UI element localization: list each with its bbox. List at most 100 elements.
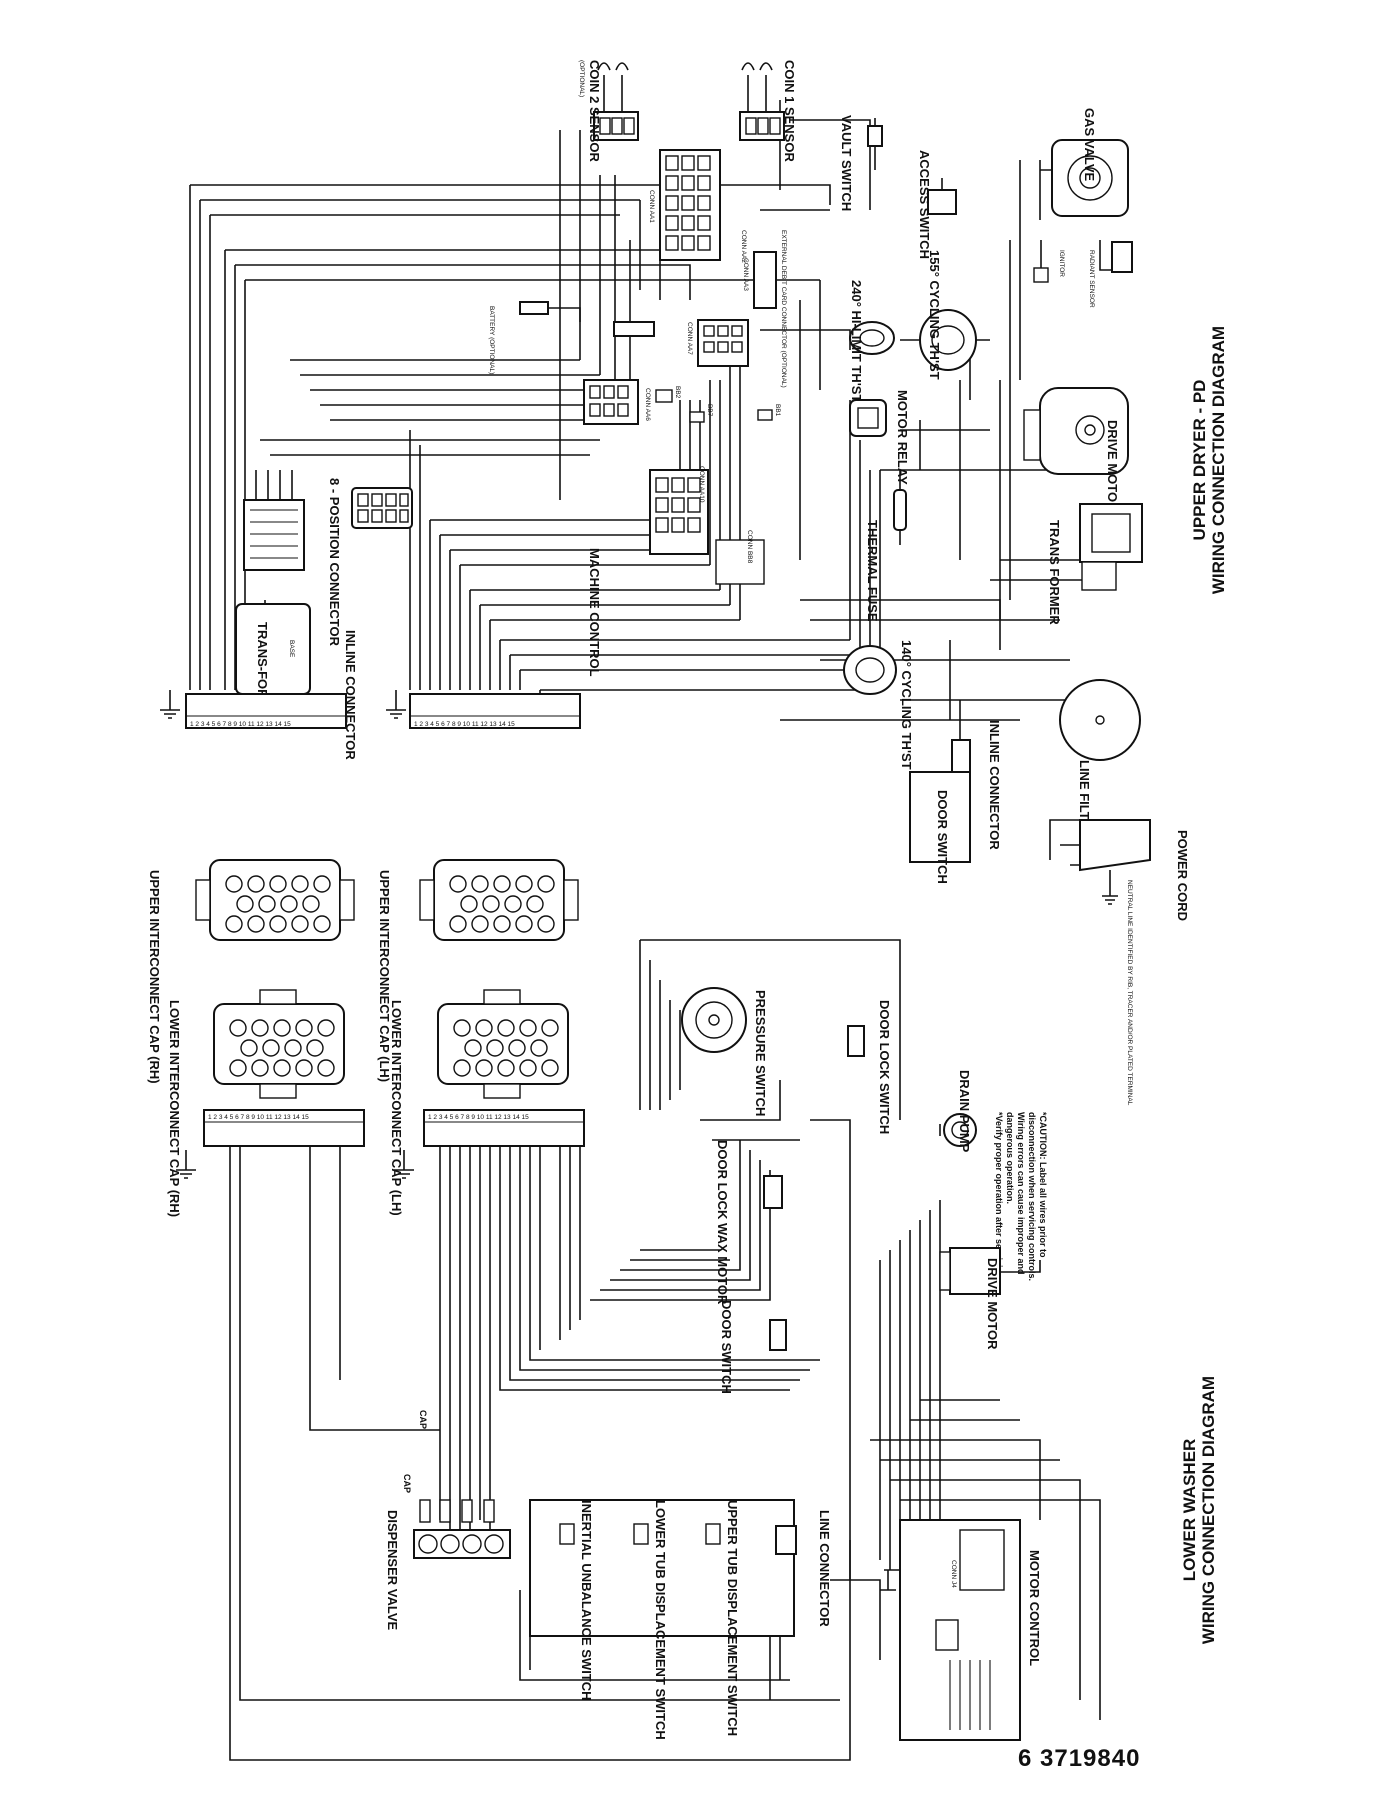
- upper-dryer-title-line1: UPPER DRYER - PD: [1190, 380, 1209, 541]
- upper-interconnect-cap-rh: UPPER INTERCONNECT CAP (RH): [147, 859, 355, 1084]
- conn-aa6-label: CONN AA6: [644, 388, 651, 421]
- access-switch-label: ACCESS SWITCH: [917, 150, 932, 259]
- dispenser-valve: DISPENSER VALVE CAP CAP: [385, 1410, 511, 1630]
- thermal-fuse: THERMAL FUSE: [865, 470, 907, 622]
- gas-valve: GAS VALVE: [1039, 108, 1129, 220]
- machine-control-label: MACHINE CONTROL: [587, 548, 602, 677]
- conn-aa7-label: CONN AA7: [686, 322, 693, 355]
- eight-position-label: 8 - POSITION CONNECTOR: [327, 478, 342, 647]
- gas-valve-label: GAS VALVE: [1082, 108, 1097, 182]
- line-connector: LINE CONNECTOR: [775, 1510, 832, 1627]
- drain-pump: DRAIN PUMP: [939, 1070, 977, 1153]
- lower-washer-title-line1: LOWER WASHER: [1180, 1439, 1199, 1582]
- pressure-switch: PRESSURE SWITCH: [681, 987, 768, 1116]
- conn-aa7: CONN AA7: [686, 319, 749, 367]
- caution-note: *CAUTION: Label all wires prior to disco…: [994, 1112, 1048, 1281]
- dryer-door-switch-label: DOOR SWITCH: [935, 790, 950, 884]
- lower-rh-terminal-strip: 1 2 3 4 5 6 7 8 9 10 11 12 13 14 15: [176, 1109, 365, 1179]
- thermal-fuse-label: THERMAL FUSE: [865, 520, 880, 622]
- caution-line-1: *CAUTION: Label all wires prior to: [1038, 1112, 1048, 1258]
- inertial-unbalance-switch: INERTIAL UNBALANCE SWITCH: [559, 1500, 594, 1701]
- cap-label-2: CAP: [418, 1410, 428, 1429]
- upper-rh-strip-header: 1 2 3 4 5 6 7 8 9 10 11 12 13 14 15: [190, 721, 291, 728]
- power-cord: POWER CORD NEUTRAL LINE IDENTIFIED BY RI…: [1049, 819, 1190, 1106]
- cycling-140-label: 140° CYCLING TH'ST: [899, 640, 914, 770]
- upper-lh-terminal-strip: 1 2 3 4 5 6 7 8 9 10 11 12 13 14 15: [386, 690, 581, 729]
- dryer-drive-motor: DRIVE MOTOR: [1023, 387, 1129, 512]
- upper-dryer-diagram: UPPER DRYER - PD WIRING CONNECTION DIAGR…: [147, 60, 1228, 1106]
- dryer-drive-motor-label: DRIVE MOTOR: [1105, 420, 1120, 512]
- machine-control: CONN AA10 CONN BB8 MACHINE CONTROL: [587, 466, 765, 677]
- conn-bb8-label: CONN BB8: [746, 530, 753, 564]
- lower-lh-terminal-strip: 1 2 3 4 5 6 7 8 9 10 11 12 13 14 15: [394, 1109, 585, 1179]
- door-lock-wax-motor: DOOR LOCK WAX MOTOR: [715, 1140, 783, 1305]
- motor-relay-label: MOTOR RELAY: [895, 390, 910, 485]
- caution-line-4: dangerous operation.: [1005, 1112, 1015, 1204]
- lower-interconnect-cap-rh: LOWER INTERCONNECT CAP (RH): [167, 989, 345, 1217]
- hi-limit-label: 240° HI-LIMIT TH'ST: [849, 280, 864, 402]
- upper-tub-switch: UPPER TUB DISPLACEMENT SWITCH: [705, 1500, 740, 1736]
- lower-washer-title: LOWER WASHER WIRING CONNECTION DIAGRAM: [1180, 1376, 1218, 1644]
- door-lock-switch-label: DOOR LOCK SWITCH: [877, 1000, 892, 1134]
- conn-aa1-label: CONN AA1: [648, 190, 655, 223]
- ignitor: IGNITOR: [1033, 240, 1065, 283]
- motor-control: MOTOR CONTROL CONN J4: [880, 1519, 1042, 1741]
- coin2-sensor-label: COIN 2 SENSOR: [587, 60, 602, 162]
- drain-pump-label: DRAIN PUMP: [957, 1070, 972, 1153]
- lower-interconnect-cap-lh: LOWER INTERCONNECT CAP (LH): [389, 989, 569, 1216]
- coin2-sensor: COIN 2 SENSOR (OPTIONAL): [578, 60, 639, 162]
- conn-aa1-aa2: CONN AA1 CONN AA2: [648, 149, 747, 263]
- transformer-base-sub: BASE: [288, 640, 295, 658]
- coin1-sensor-label: COIN 1 SENSOR: [782, 60, 797, 162]
- cycling-155-label: 155° CYCLING TH'ST: [927, 250, 942, 380]
- washer-drive-motor: DRIVE MOTOR: [939, 1247, 1041, 1350]
- cycling-thermostat-155: 155° CYCLING TH'ST: [900, 250, 990, 380]
- document-number: 6 3719840: [1018, 1745, 1141, 1772]
- eight-position-connector: 8 - POSITION CONNECTOR: [327, 478, 413, 647]
- upper-dryer-title-line2: WIRING CONNECTION DIAGRAM: [1209, 326, 1228, 594]
- pressure-switch-label: PRESSURE SWITCH: [753, 990, 768, 1116]
- cycling-thermostat-140: 140° CYCLING TH'ST: [843, 640, 914, 770]
- conn-aa10-label: CONN AA10: [698, 466, 705, 503]
- external-debit-label: EXTERNAL DEBIT CARD CONNECTOR (OPTIONAL): [780, 230, 787, 388]
- upper-lh-strip-header: 1 2 3 4 5 6 7 8 9 10 11 12 13 14 15: [414, 721, 515, 728]
- coin2-optional-label: (OPTIONAL): [578, 60, 585, 97]
- coin1-sensor: COIN 1 SENSOR: [739, 60, 797, 162]
- lower-lh-strip-header: 1 2 3 4 5 6 7 8 9 10 11 12 13 14 15: [428, 1114, 529, 1121]
- dispenser-valve-label: DISPENSER VALVE: [385, 1510, 400, 1630]
- lower-tub-label: LOWER TUB DISPLACEMENT SWITCH: [653, 1500, 668, 1740]
- upper-interconnect-cap-lh: UPPER INTERCONNECT CAP (LH): [377, 859, 579, 1082]
- left-harness-connector: [243, 470, 305, 571]
- bb2-label: BB2: [674, 386, 681, 399]
- inertial-unbalance-label: INERTIAL UNBALANCE SWITCH: [579, 1500, 594, 1701]
- cap-label-1: CAP: [402, 1474, 412, 1493]
- conn-aa6: CONN AA6 BB2 BB7 BB1: [583, 379, 781, 425]
- power-cord-label: POWER CORD: [1175, 830, 1190, 921]
- access-switch: ACCESS SWITCH: [917, 150, 957, 259]
- caution-line-5: *Verify proper operation after servicing…: [994, 1112, 1004, 1281]
- bb1-label: BB1: [774, 404, 781, 417]
- displacement-switch-box: INERTIAL UNBALANCE SWITCH LOWER TUB DISP…: [529, 1499, 795, 1740]
- conn-aa2-label: CONN AA2: [740, 230, 747, 263]
- washer-door-switch: DOOR SWITCH: [719, 1300, 787, 1394]
- motor-relay: MOTOR RELAY: [849, 390, 910, 485]
- ignitor-label: IGNITOR: [1058, 250, 1065, 277]
- conn-j4-label: CONN J4: [950, 1560, 957, 1588]
- line-filter-label: LINE FILTER: [1077, 760, 1092, 838]
- inline-connector-right-label: INLINE CONNECTOR: [987, 720, 1002, 850]
- door-lock-wax-motor-label: DOOR LOCK WAX MOTOR: [715, 1140, 730, 1305]
- lower-rh-strip-header: 1 2 3 4 5 6 7 8 9 10 11 12 13 14 15: [208, 1114, 309, 1121]
- radiant-sensor: RADIANT SENSOR: [1088, 240, 1133, 308]
- external-debit-connector: EXTERNAL DEBIT CARD CONNECTOR (OPTIONAL)…: [742, 230, 787, 388]
- radiant-sensor-label: RADIANT SENSOR: [1088, 250, 1095, 308]
- upper-cap-rh-label: UPPER INTERCONNECT CAP (RH): [147, 870, 162, 1084]
- dryer-door-switch: DOOR SWITCH: [909, 771, 971, 884]
- lower-tub-switch: LOWER TUB DISPLACEMENT SWITCH: [633, 1500, 668, 1740]
- vault-switch: VAULT SWITCH: [839, 115, 883, 211]
- bb7-label: BB7: [706, 404, 713, 417]
- line-connector-label: LINE CONNECTOR: [817, 1510, 832, 1627]
- dryer-transformer: TRANS FORMER: [1047, 503, 1143, 625]
- upper-dryer-title: UPPER DRYER - PD WIRING CONNECTION DIAGR…: [1190, 326, 1228, 594]
